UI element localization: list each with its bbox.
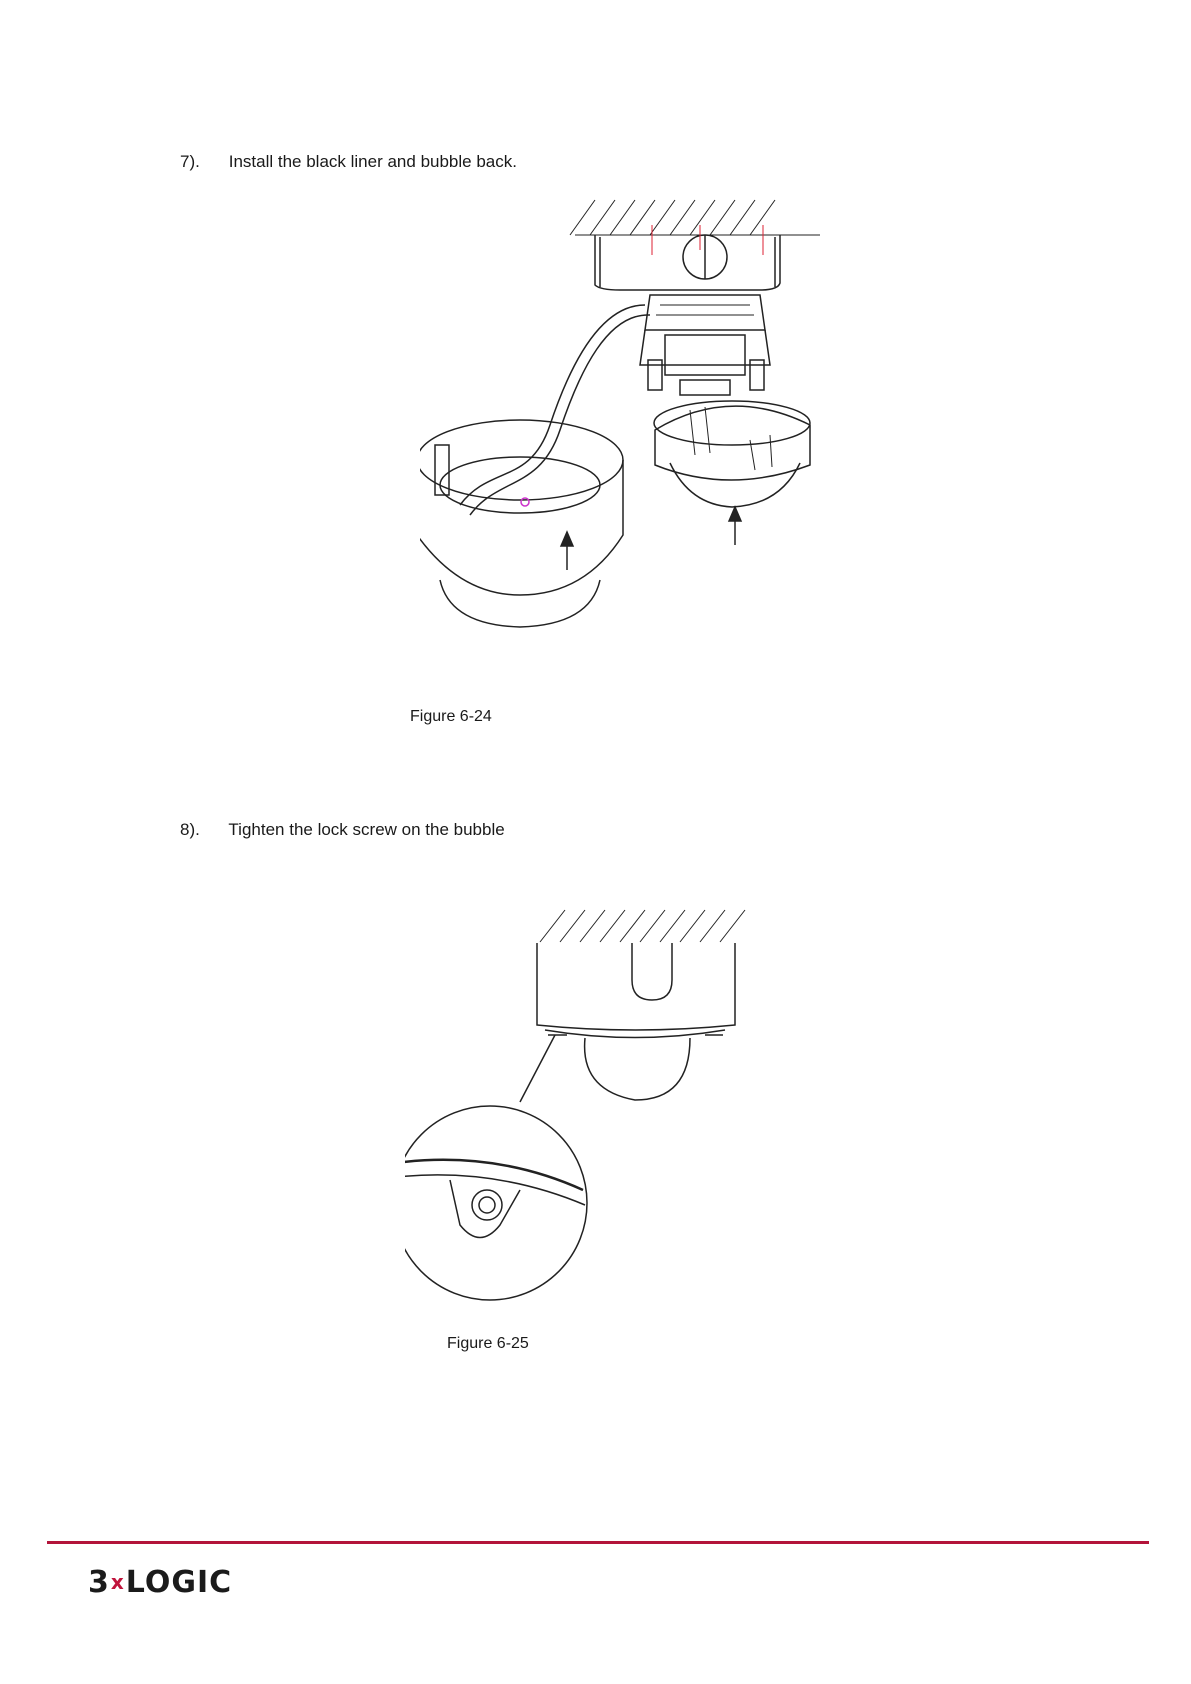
step-7: 7). Install the black liner and bubble b… (180, 152, 517, 172)
figure-caption: Figure 6-25 (447, 1335, 529, 1353)
figure-caption: Figure 6-24 (410, 708, 492, 726)
step-8: 8). Tighten the lock screw on the bubble (180, 820, 505, 840)
logo-x: x (111, 1570, 125, 1594)
step-number: 8). (180, 820, 224, 840)
step-text: Tighten the lock screw on the bubble (228, 820, 504, 839)
figure-6-25-illustration (405, 905, 785, 1305)
step-text: Install the black liner and bubble back. (229, 152, 517, 171)
logo-part: LOGIC (126, 1565, 232, 1600)
brand-logo: 3xLOGIC (88, 1565, 232, 1600)
figure-6-24-illustration (420, 195, 860, 685)
logo-part: 3 (88, 1565, 110, 1600)
footer-divider (47, 1541, 1149, 1544)
step-number: 7). (180, 152, 224, 172)
